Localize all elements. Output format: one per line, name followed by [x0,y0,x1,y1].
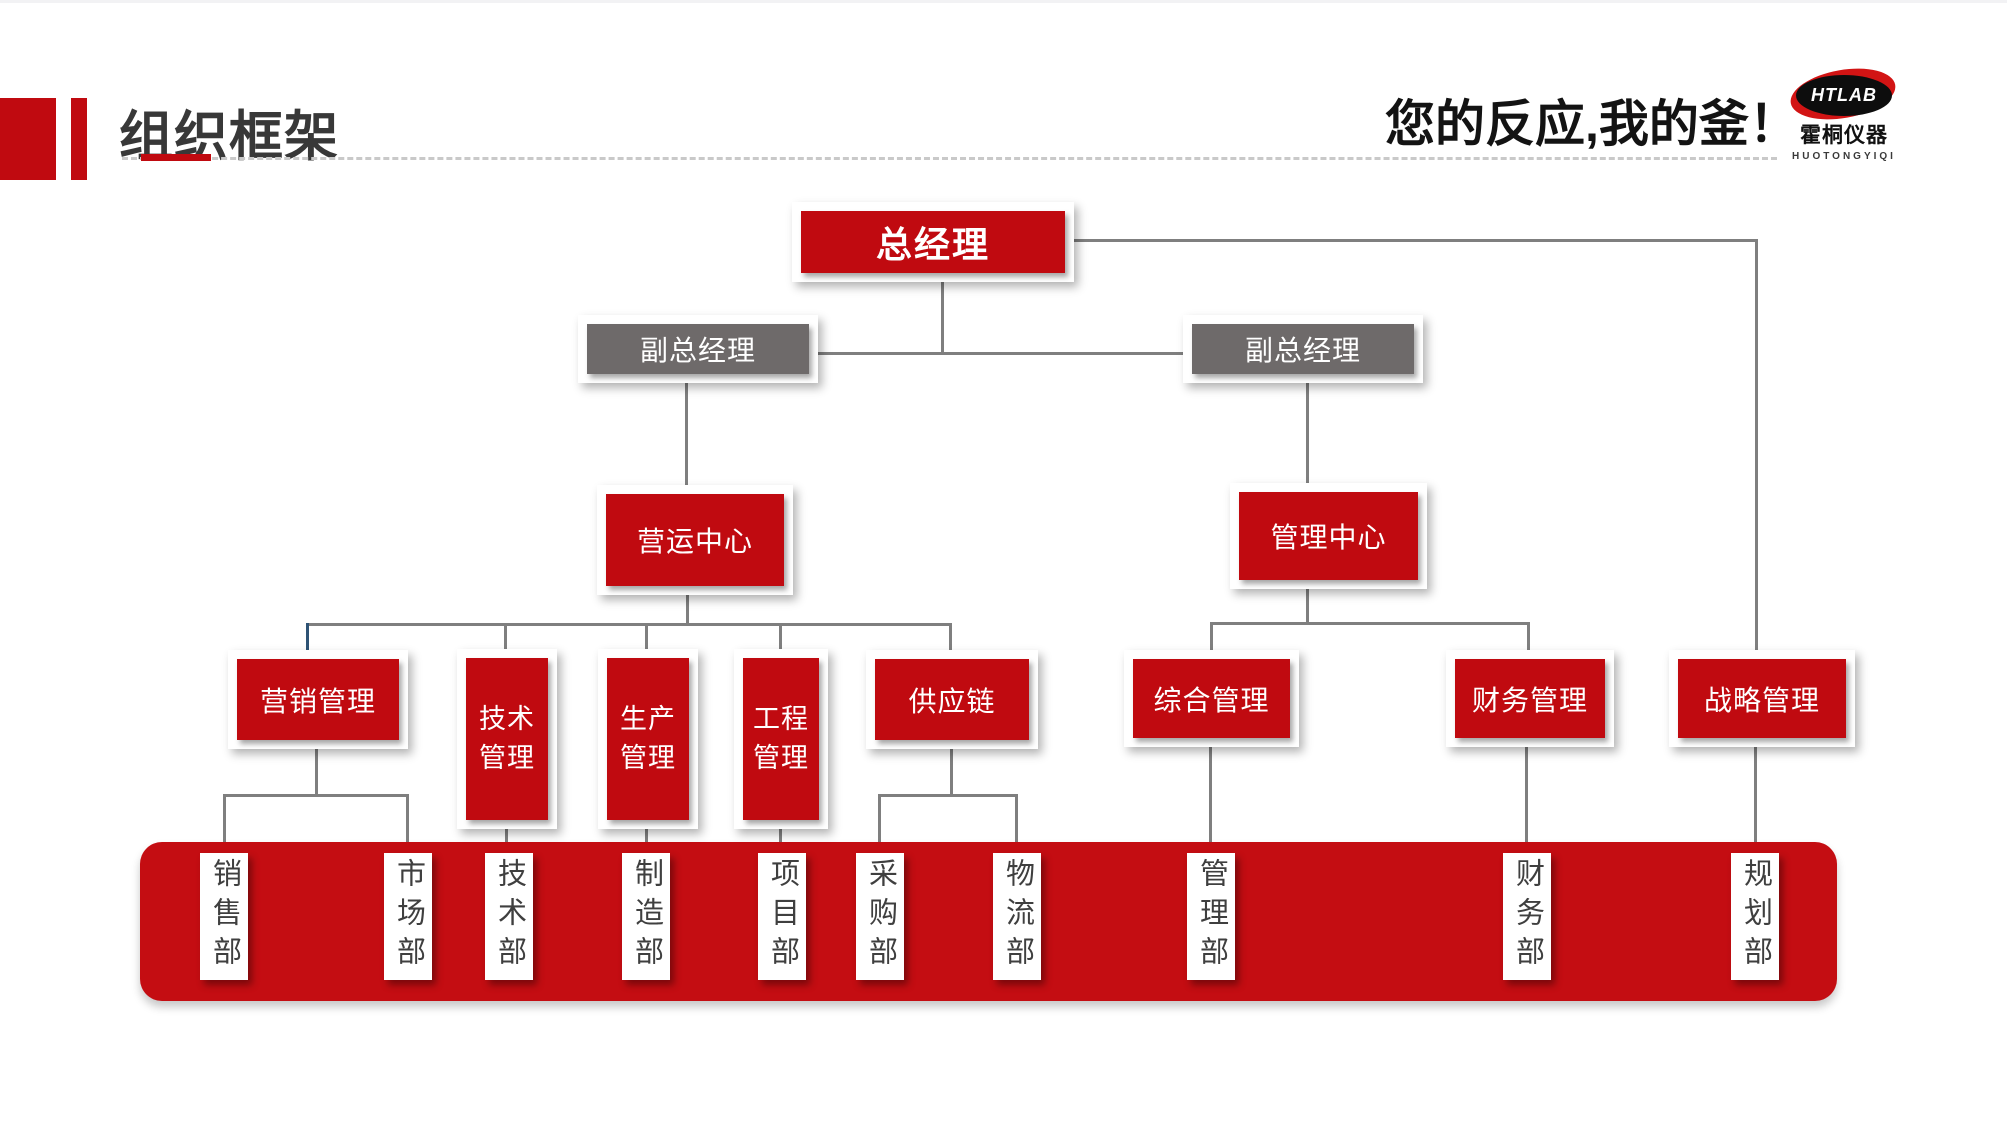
header-dashed-divider [122,157,1777,160]
label-line2: 管理 [753,743,809,773]
logo-oval-text: HTLAB [1796,75,1892,116]
office-card-planning: 规划部 [1731,853,1779,980]
office-card-technology: 技术部 [485,853,533,980]
org-node-deputy-left-label: 副总经理 [587,324,809,374]
office-card-sales-label: 销售部 [208,858,241,975]
org-node-technology-label: 技术 管理 [466,658,548,820]
label-line1: 工程 [753,703,809,734]
connector-stub-sales-office [223,794,226,854]
org-node-ceo-label: 总经理 [801,211,1065,273]
office-card-purchasing: 采购部 [856,853,904,980]
connector-stub-purchasing-office [878,794,881,854]
connector-strategy-office [1754,747,1757,854]
org-node-deputy-right: 副总经理 [1183,315,1423,383]
connector-stub-marketing [306,623,309,652]
org-node-strategy-label: 战略管理 [1678,659,1846,738]
connector-supply-down [950,749,953,796]
office-card-management: 管理部 [1187,853,1235,980]
org-node-ceo: 总经理 [792,202,1074,282]
org-node-operations-center: 营运中心 [597,485,793,595]
org-node-technology: 技术 管理 [457,649,557,829]
org-node-engineering-label: 工程 管理 [743,658,819,820]
office-card-manufacturing: 制造部 [622,853,670,980]
connector-project-office [779,828,782,855]
office-card-manufacturing-label: 制造部 [630,858,663,975]
org-node-deputy-left: 副总经理 [578,315,818,383]
connector-stub-supply [949,623,952,652]
label-line1: 技术 [479,703,535,734]
title-accent-square [0,98,56,180]
connector-marketing-split [223,794,409,797]
org-node-comprehensive: 综合管理 [1124,650,1299,747]
connector-deputy-right-down [1306,383,1309,483]
org-node-production-label: 生产 管理 [607,658,689,820]
office-card-finance-label: 财务部 [1511,858,1544,975]
office-card-technology-label: 技术部 [493,858,526,975]
connector-stub-engineering [779,623,782,652]
logo-badge: HTLAB [1786,61,1900,127]
org-node-finance: 财务管理 [1446,650,1614,747]
office-card-management-label: 管理部 [1195,858,1228,975]
connector-comprehensive-office [1209,747,1212,854]
org-node-finance-label: 财务管理 [1455,659,1605,738]
org-node-marketing: 营销管理 [228,650,408,749]
connector-ceo-strategy-down [1755,239,1758,652]
connector-mgmt-down [1306,587,1309,624]
logo-romanized-name: HUOTONGYIQI [1792,151,1896,162]
org-node-deputy-right-label: 副总经理 [1192,324,1414,374]
slogan-text: 您的反应,我的釜！ [1385,96,1799,152]
connector-stub-logistics-office [1015,794,1018,854]
label-line1: 生产 [620,703,676,734]
connector-stub-tech [504,623,507,652]
connector-ops-horizontal [306,623,952,626]
office-card-logistics-label: 物流部 [1001,858,1034,975]
connector-stub-production [645,623,648,652]
label-line2: 管理 [620,743,676,773]
connector-ceo-down [941,281,944,354]
org-node-comprehensive-label: 综合管理 [1133,659,1290,738]
company-logo: HTLAB 霍桐仪器 HUOTONGYIQI [1786,61,1900,162]
org-node-supply-chain-label: 供应链 [875,659,1029,740]
office-card-logistics: 物流部 [993,853,1041,980]
org-node-engineering: 工程 管理 [734,649,828,829]
office-card-project: 项目部 [758,853,806,980]
connector-tech-office [505,828,508,855]
org-node-marketing-label: 营销管理 [237,659,399,740]
connector-deputies-horizontal [750,352,1300,355]
office-card-market: 市场部 [384,853,432,980]
office-card-planning-label: 规划部 [1739,858,1772,975]
office-card-purchasing-label: 采购部 [864,858,897,975]
connector-stub-market-office [406,794,409,854]
top-edge-line [0,0,2007,3]
connector-stub-comprehensive [1210,622,1213,652]
title-red-underline [141,154,211,161]
label-line2: 管理 [479,743,535,773]
org-node-operations-center-label: 营运中心 [606,494,784,586]
office-card-sales: 销售部 [200,853,248,980]
org-node-management-center-label: 管理中心 [1239,492,1418,580]
title-accent-bar [71,98,87,180]
connector-supply-split [878,794,1018,797]
org-node-management-center: 管理中心 [1230,483,1427,589]
connector-manufacturing-office [645,828,648,855]
office-card-market-label: 市场部 [392,858,425,975]
connector-ops-down [686,595,689,625]
office-card-project-label: 项目部 [766,858,799,975]
connector-ceo-strategy-horizontal [1074,239,1758,242]
connector-finance-office [1525,747,1528,854]
connector-deputy-left-down [685,383,688,485]
connector-marketing-down [315,749,318,796]
connector-mgmt-horizontal [1210,622,1530,625]
org-node-supply-chain: 供应链 [866,650,1038,749]
logo-company-name: 霍桐仪器 [1800,124,1888,147]
org-node-production: 生产 管理 [598,649,698,829]
connector-stub-finance [1527,622,1530,652]
office-card-finance: 财务部 [1503,853,1551,980]
org-node-strategy: 战略管理 [1669,650,1855,747]
